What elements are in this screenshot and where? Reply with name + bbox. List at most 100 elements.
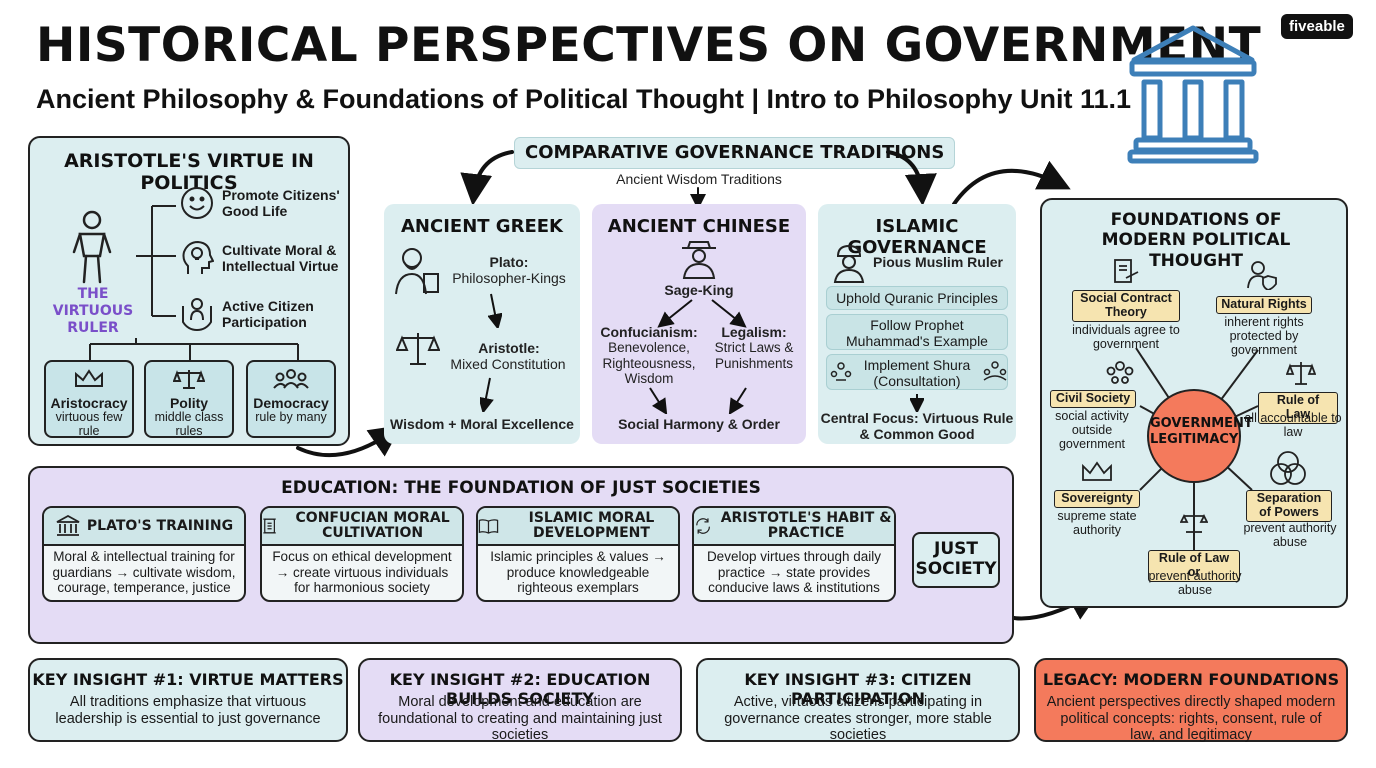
brand-logo[interactable]: fiveable [1281,14,1353,39]
government-connector [89,338,299,360]
islamic-item-3: Implement Shura (Consultation) [826,354,1008,390]
greek-title: ANCIENT GREEK [401,216,563,237]
insight-2: KEY INSIGHT #2: EDUCATION BUILDS SOCIETY… [358,658,682,744]
group-icon [1106,361,1134,384]
chinese-panel: ANCIENT CHINESE Sage-King Confucianism: … [592,204,806,444]
aristotle-panel: ARISTOTLE'S VIRTUE IN POLITICS THE VIRTU… [28,136,350,446]
insight-3: KEY INSIGHT #3: CITIZEN PARTICIPATION Ac… [696,658,1020,744]
islamic-item-2: Follow Prophet Muhammad's Example [826,314,1008,350]
sage-king-icon [682,241,716,279]
arrow-down [488,293,502,328]
virtue-label-2: Cultivate Moral & Intellectual Virtue [222,241,339,274]
gov-democracy: Democracy rule by many [246,360,336,438]
edu-step-header: PLATO'S TRAINING [44,508,244,546]
philosopher-icon [395,248,439,295]
virtuous-ruler-label: THE VIRTUOUS RULER [52,286,134,336]
insight-1: KEY INSIGHT #1: VIRTUE MATTERS All tradi… [28,658,348,742]
chinese-result: Social Harmony & Order [618,416,780,432]
gov-desc: middle class rules [154,410,224,438]
node-desc-1: individuals agree to government [1072,323,1180,351]
greek-result: Wisdom + Moral Excellence [390,416,574,432]
edu-step-title: CONFUCIAN MORAL CULTIVATION [295,510,450,541]
cycle-icon [696,518,710,534]
hands-person-icon [182,298,212,332]
node-label-3: Civil Society [1050,390,1136,408]
sage-king-label: Sage-King [664,282,734,298]
book-icon [478,519,499,534]
islamic-result: Central Focus: Virtuous Rule & Common Go… [820,410,1014,443]
aristotle-title: ARISTOTLE'S VIRTUE IN POLITICS [64,150,314,194]
edu-step-1: PLATO'S TRAINING Moral & intellectual tr… [42,506,246,602]
scales-icon [172,370,206,389]
legitimacy-circle [1147,389,1241,483]
foundations-title: FOUNDATIONS OF MODERN POLITICAL THOUGHT [1101,210,1291,271]
node-label-4: Rule of Law [1258,392,1338,424]
edu-step-title: ARISTOTLE'S HABIT & PRACTICE [720,510,892,541]
islamic-ruler: Pious Muslim Ruler [873,254,1003,270]
person-shield-icon [1247,261,1277,290]
comparative-title: COMPARATIVE GOVERNANCE TRADITIONS [514,137,956,169]
edu-step-desc: Develop virtues through daily practice →… [706,549,882,596]
virtue-row-3: Active Citizen Participation [180,296,342,332]
branch-arrows [657,299,747,328]
virtue-row-2: Cultivate Moral & Intellectual Virtue [180,240,346,276]
edu-step-4: ARISTOTLE'S HABIT & PRACTICE Develop vir… [692,506,896,602]
gov-name: Polity [169,395,209,411]
islamic-item-1: Uphold Quranic Principles [826,286,1008,310]
node-desc-5: supreme state authority [1057,509,1137,537]
node-label-1: Social Contract Theory [1072,290,1180,322]
node-desc-6: prevent authority abuse [1243,521,1337,549]
islamic-title: ISLAMIC GOVERNANCE [847,216,987,258]
gov-name: Democracy [253,395,329,411]
consultation-group-icon [983,361,1007,381]
node-desc-4: all accountable to law [1244,411,1342,439]
temple-icon [1127,25,1259,164]
islamic-panel: ISLAMIC GOVERNANCE Pious Muslim Ruler Up… [818,204,1016,444]
crown-icon [75,369,103,387]
aristotle-label: Aristotle: [478,340,540,356]
scales-hand-icon [1180,512,1208,533]
confucianism-label: Confucianism: [600,324,698,340]
edu-step-2: CONFUCIAN MORAL CULTIVATION Focus on eth… [260,506,464,602]
spokes [1135,347,1259,550]
virtue-label-3: Active Citizen Participation [222,297,314,330]
insight-text: All traditions emphasize that virtuous l… [55,694,321,727]
temple-icon [56,515,80,536]
edu-step-3: ISLAMIC MORAL DEVELOPMENT Islamic princi… [476,506,680,602]
insight-title: KEY INSIGHT #3: CITIZEN PARTICIPATION [744,670,972,708]
crown-icon [1082,461,1112,481]
confucianism-desc: Benevolence, Righteousness, Wisdom [602,340,696,387]
education-panel: EDUCATION: THE FOUNDATION OF JUST SOCIET… [28,466,1014,644]
insight-title: KEY INSIGHT #1: VIRTUE MATTERS [32,670,344,689]
consultation-icon [830,362,852,381]
insight-title: KEY INSIGHT #2: EDUCATION BUILDS SOCIETY [389,670,651,708]
chinese-title: ANCIENT CHINESE [607,216,791,237]
plato-label: Plato: [489,254,529,270]
virtue-label-1: Promote Citizens' Good Life [222,186,340,219]
greek-panel: ANCIENT GREEK Plato: Philosopher-Kings A… [384,204,580,444]
legalism-label: Legalism: [721,324,787,340]
edu-step-title: PLATO'S TRAINING [86,517,234,534]
insight-text: Moral development and education are foun… [378,694,662,744]
gov-aristocracy: Aristocracy virtuous few rule [44,360,134,438]
people-icon [273,369,309,389]
gov-desc: virtuous few rule [55,410,123,438]
just-society-box: JUST SOCIETY [912,532,1000,588]
edu-step-header: CONFUCIAN MORAL CULTIVATION [262,508,462,546]
node-label-7: Rule of Law or [1148,550,1240,582]
smile-icon [181,187,213,219]
insight-text: Active, virtuous citizens participating … [724,694,992,744]
plato-desc: Philosopher-Kings [452,270,566,286]
page-title: HISTORICAL PERSPECTIVES ON GOVERNMENT [36,18,1262,73]
node-desc-7: prevent authority abuse [1148,569,1242,597]
legitimacy-label: GOVERNMENT LEGITIMACY [1150,416,1253,447]
node-desc-2: inherent rights protected by government [1224,315,1304,357]
edu-step-title: ISLAMIC MORAL DEVELOPMENT [528,510,655,541]
page-subtitle: Ancient Philosophy & Foundations of Poli… [36,84,1132,114]
ruler-turban-icon [833,244,865,283]
head-lightbulb-icon [182,240,214,274]
gov-polity: Polity middle class rules [144,360,234,438]
insight-title: LEGACY: MODERN FOUNDATIONS [1042,670,1340,689]
foundations-panel: FOUNDATIONS OF MODERN POLITICAL THOUGHT … [1040,198,1348,608]
gov-desc: rule by many [255,410,327,424]
